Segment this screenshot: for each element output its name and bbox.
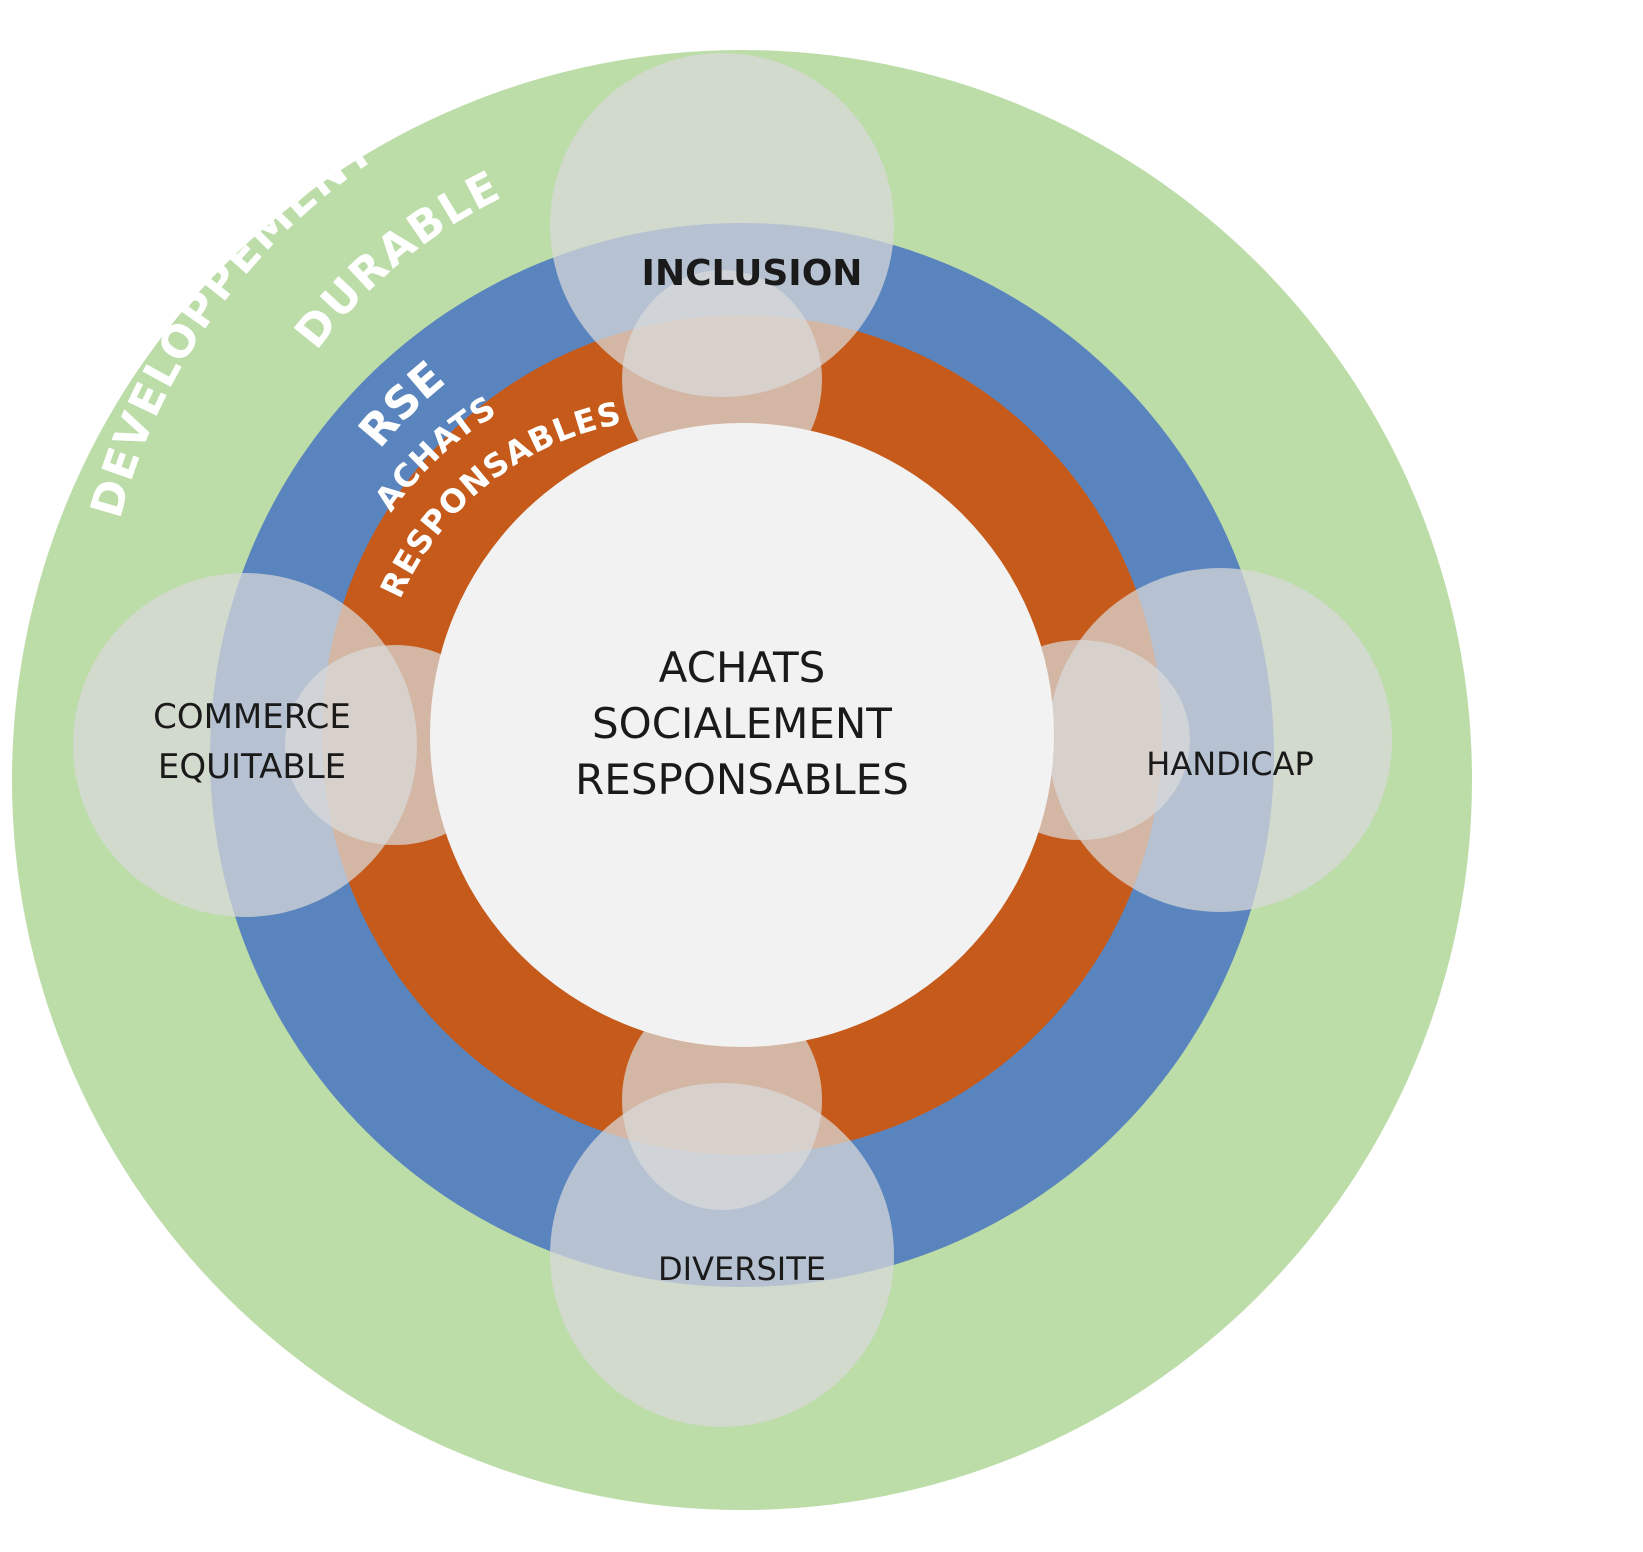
center-label-line2: SOCIALEMENT	[592, 699, 892, 748]
handicap-label: HANDICAP	[1146, 745, 1314, 783]
petal-bottom	[550, 990, 894, 1427]
center-circle	[430, 423, 1054, 1047]
diversite-label: DIVERSITE	[658, 1250, 826, 1288]
petal-bottom-circle	[550, 1083, 894, 1427]
inclusion-label: INCLUSION	[642, 253, 863, 294]
commerce-label: COMMERCE	[153, 697, 351, 737]
petal-top-circle	[550, 53, 894, 397]
equitable-label: EQUITABLE	[158, 747, 346, 787]
petal-left-circle	[73, 573, 417, 917]
center-label-line3: RESPONSABLES	[575, 755, 909, 804]
center-label-line1: ACHATS	[659, 643, 826, 692]
